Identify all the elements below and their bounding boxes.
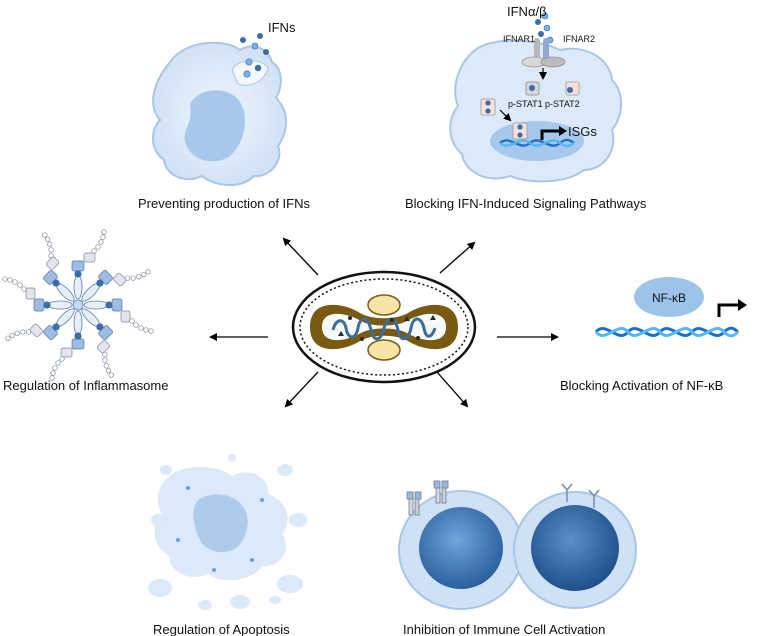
nfkb-protein [634, 277, 704, 317]
bacterium [291, 270, 477, 384]
immune-cell-inhibited [513, 483, 637, 609]
dna-strand [499, 138, 575, 148]
caption-inflammasome: Regulation of Inflammasome [3, 378, 169, 393]
macrophage-cell: IFNs [152, 20, 296, 186]
caption-apoptosis: Regulation of Apoptosis [153, 622, 290, 636]
inflammasome [2, 229, 154, 381]
caption-immune: Inhibition of Immune Cell Activation [403, 622, 606, 636]
inflammasome-arm [71, 229, 107, 300]
apoptotic-cell [148, 454, 307, 610]
caption-ifn-production: Preventing production of IFNs [138, 196, 310, 211]
ifn-molecules [240, 33, 269, 78]
ifnar1-label: IFNAR1 [503, 34, 535, 44]
ifnar2-receptor [543, 38, 549, 60]
isgs-label: ISGs [568, 124, 597, 139]
caption-ifn-signaling: Blocking IFN-Induced Signaling Pathways [405, 196, 647, 211]
receptor-right [561, 483, 600, 508]
nfkb-protein-label: NF-κB [652, 291, 686, 305]
caption-nfkb: Blocking Activation of NF-κB [560, 378, 724, 393]
immune-cell-activated [398, 480, 524, 610]
arrow-to-apoptosis [284, 371, 319, 408]
arrow-to-ifn-signaling [439, 241, 476, 274]
receptor-left [406, 480, 449, 516]
arrow-to-immune [436, 371, 469, 408]
ifns-label: IFNs [268, 20, 296, 35]
arrow-to-ifn-production [282, 237, 319, 276]
nfkb-diagram: NF-κB [594, 277, 747, 338]
arrows [209, 237, 559, 408]
ifnar2-label: IFNAR2 [563, 34, 595, 44]
ifn-ab-label: IFNα/β [507, 4, 547, 19]
ifnar1-receptor [534, 38, 540, 60]
bacterial-dna [331, 317, 437, 341]
pstat2-label: p-STAT2 [545, 99, 580, 109]
pstat1-label: p-STAT1 [508, 99, 543, 109]
signaling-cell: IFNα/β IFNAR1 IFNAR2 p-STAT1 p-STAT2 ISG… [449, 4, 622, 183]
